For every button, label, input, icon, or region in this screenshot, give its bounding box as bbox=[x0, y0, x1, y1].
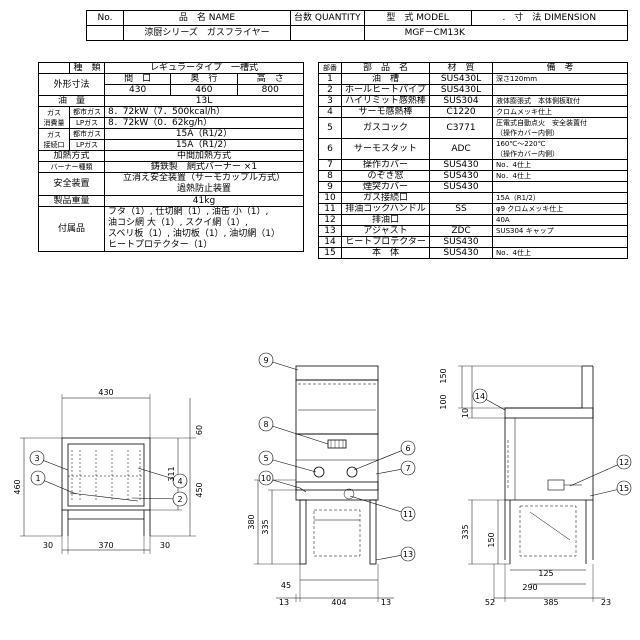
callout-number: 4 bbox=[177, 477, 182, 486]
dimension-value: 30 bbox=[43, 541, 53, 550]
callout-number: 5 bbox=[263, 454, 268, 463]
part-name: 本 体 bbox=[340, 247, 431, 259]
callout-leader bbox=[353, 447, 409, 471]
callout-leader bbox=[137, 467, 181, 482]
callout-circle bbox=[258, 352, 274, 368]
dimension-value: 150 bbox=[439, 368, 448, 383]
callout-circle bbox=[400, 460, 416, 476]
dimension-value: 150 bbox=[487, 532, 496, 547]
callout-leader bbox=[265, 457, 317, 473]
dimension-value: 45 bbox=[281, 581, 291, 590]
callout-number: 2 bbox=[177, 495, 182, 504]
callout-circle bbox=[172, 491, 188, 507]
callout-number: 14 bbox=[475, 392, 485, 401]
title-table: No. 品 名 NAME 台数 QUANTITY 型 式 MODEL . 寸 法… bbox=[86, 10, 629, 41]
dimension-value: 380 bbox=[247, 514, 256, 529]
callout-number: 11 bbox=[403, 510, 413, 519]
callout-circle bbox=[258, 470, 274, 486]
spec-table: 種 類 レギュラータイプ 一槽式 外形寸法 間 口 奥 行 高 さ 430 46… bbox=[38, 62, 305, 252]
rear-view bbox=[458, 365, 605, 602]
product-model: MGF－CM13K bbox=[363, 25, 629, 41]
spec-safety: 立消え安全装置（サーモカップル方式）過熱防止装置 bbox=[104, 172, 304, 196]
callout-circle bbox=[400, 440, 416, 456]
callout-number: 15 bbox=[619, 484, 629, 493]
callout-number: 8 bbox=[263, 420, 268, 429]
dimension-value: 385 bbox=[543, 598, 558, 607]
callout-leader bbox=[349, 495, 409, 515]
callout-circle bbox=[400, 506, 416, 522]
dimension-value: 100 bbox=[439, 394, 448, 409]
callout-leader bbox=[569, 461, 625, 487]
callout-circle bbox=[400, 546, 416, 562]
dimension-value: 52 bbox=[485, 598, 495, 607]
callout-number: 6 bbox=[405, 444, 410, 453]
dimension-value: 30 bbox=[160, 541, 170, 550]
callout-leader bbox=[265, 423, 329, 445]
dimension-value: 311 bbox=[167, 466, 176, 481]
callout-number: 9 bbox=[263, 356, 268, 365]
front-view bbox=[20, 394, 196, 554]
dimension-value: 335 bbox=[261, 519, 270, 534]
dimension-value: 370 bbox=[98, 541, 113, 550]
callout-number: 13 bbox=[403, 550, 413, 559]
dimension-value: 10 bbox=[461, 408, 470, 418]
dimension-value: 290 bbox=[522, 583, 537, 592]
dimension-value: 23 bbox=[601, 598, 611, 607]
side-view bbox=[254, 365, 394, 602]
callout-circle bbox=[616, 454, 632, 470]
callout-number: 12 bbox=[619, 458, 629, 467]
callout-circle bbox=[258, 450, 274, 466]
spec-accessories: フタ（1）, 仕切網（1）, 油缶 小（1）, 油コシ網 大（1）, スクイ網（… bbox=[104, 206, 304, 252]
dimension-value: 404 bbox=[331, 598, 346, 607]
callout-number: 7 bbox=[405, 464, 410, 473]
callout-number: 10 bbox=[261, 474, 271, 483]
dimension-value: 450 bbox=[195, 482, 204, 497]
callout-circle bbox=[472, 388, 488, 404]
part-note: No．4仕上 bbox=[492, 247, 628, 259]
callout-circle bbox=[258, 416, 274, 432]
callout-number: 3 bbox=[34, 454, 39, 463]
dimension-value: 13 bbox=[279, 598, 289, 607]
callout-circle bbox=[172, 473, 188, 489]
callout-number: 1 bbox=[35, 474, 40, 483]
callout-circle bbox=[29, 450, 45, 466]
dimension-value: 125 bbox=[538, 569, 553, 578]
part-note: 160℃〜220℃（操作カバー内側） bbox=[492, 138, 628, 160]
dimension-value: 460 bbox=[13, 479, 22, 494]
part-material: SUS430 bbox=[429, 247, 494, 259]
dimension-value: 430 bbox=[98, 388, 113, 397]
dimension-value: 60 bbox=[195, 425, 204, 435]
dimension-value: 13 bbox=[381, 598, 391, 607]
callout-leader bbox=[131, 497, 181, 500]
dimension-value: 335 bbox=[461, 524, 470, 539]
callout-circle bbox=[30, 470, 46, 486]
spec-accessories-label: 付属品 bbox=[38, 206, 105, 252]
callout-circle bbox=[616, 480, 632, 496]
product-name: 涼厨シリーズ ガスフライヤー bbox=[123, 25, 291, 41]
